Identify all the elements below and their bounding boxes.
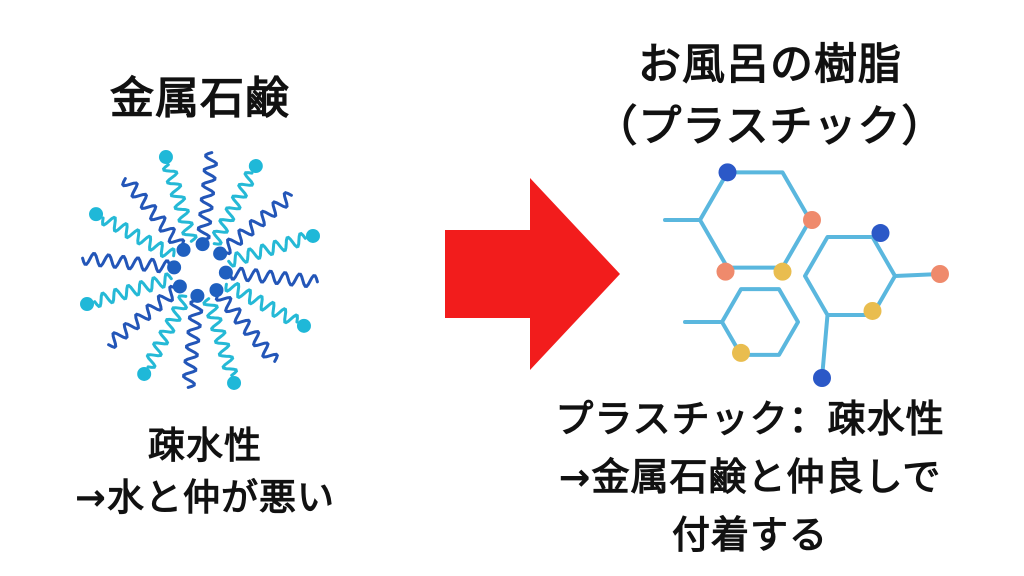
micelle-tail — [228, 266, 319, 288]
atom-dot — [803, 211, 821, 229]
micelle-outer-head — [296, 318, 311, 333]
atom-dot — [931, 265, 949, 283]
atom-dot — [773, 262, 792, 281]
micelle-tail — [196, 151, 218, 242]
micelle-outer-head — [158, 150, 173, 165]
micelle-outer-head — [89, 207, 104, 222]
hexagon-ring — [720, 287, 800, 357]
micelle-illustration — [80, 150, 320, 390]
bond-line — [820, 312, 830, 380]
micelle-tail — [224, 281, 299, 325]
micelle-tail — [182, 298, 204, 389]
micelle-outer-head — [227, 375, 242, 390]
micelle-inner-head — [172, 279, 187, 294]
bath-resin-title-line1: お風呂の樹脂 — [638, 40, 902, 90]
micelle-outer-head — [137, 366, 152, 381]
bath-resin-title: お風呂の樹脂 （プラスチック） — [560, 34, 980, 158]
micelle-inner-head — [190, 288, 205, 303]
micelle-tail — [101, 215, 176, 259]
micelle-tail — [121, 177, 186, 249]
atom-dot — [863, 301, 882, 320]
micelle-tail — [211, 171, 255, 246]
micelle-tail — [161, 163, 198, 243]
micelle-tail — [145, 294, 189, 369]
micelle-tail — [107, 284, 179, 349]
atom-dot — [716, 262, 735, 281]
polymer-molecule-illustration — [663, 163, 949, 387]
compatible-with-soap-label: →金属石鹸と仲良しで — [558, 455, 942, 499]
micelle-inner-head — [167, 260, 182, 275]
micelle-tail — [81, 252, 172, 274]
micelle-tail — [227, 231, 307, 268]
hexagon-ring — [698, 170, 812, 270]
adheres-label: 付着する — [671, 513, 828, 557]
micelle-tail — [93, 272, 173, 309]
micelle-tail — [202, 297, 239, 377]
plastic-hydrophobic-label: プラスチック：疎水性 — [555, 397, 945, 441]
hydrophobic-label: 疎水性 — [148, 424, 262, 467]
metal-soap-title: 金属石鹸 — [110, 73, 290, 124]
micelle-outer-head — [80, 297, 95, 312]
atom-dot — [871, 224, 890, 243]
atom-dot — [732, 343, 750, 362]
micelle-inner-head — [218, 265, 233, 280]
metal-soap-description: 疎水性 →水と仲が悪い — [20, 420, 390, 524]
micelle-outer-head — [305, 228, 320, 243]
micelle-inner-head — [209, 283, 224, 298]
micelle-inner-head — [213, 246, 228, 261]
atom-dot — [718, 163, 737, 182]
bath-resin-title-line2: （プラスチック） — [594, 102, 946, 152]
water-incompatible-label: →水と仲が悪い — [74, 476, 335, 519]
micelle-outer-head — [248, 159, 263, 174]
right-arrow-icon — [445, 178, 620, 370]
micelle-tail — [221, 191, 293, 256]
atom-dot — [813, 369, 831, 387]
micelle-tail — [214, 291, 279, 363]
hexagon-ring — [803, 235, 897, 317]
micelle-inner-head — [176, 242, 191, 257]
micelle-inner-head — [195, 237, 210, 252]
plastic-description: プラスチック：疎水性 →金属石鹸と仲良しで 付着する — [480, 390, 1020, 564]
